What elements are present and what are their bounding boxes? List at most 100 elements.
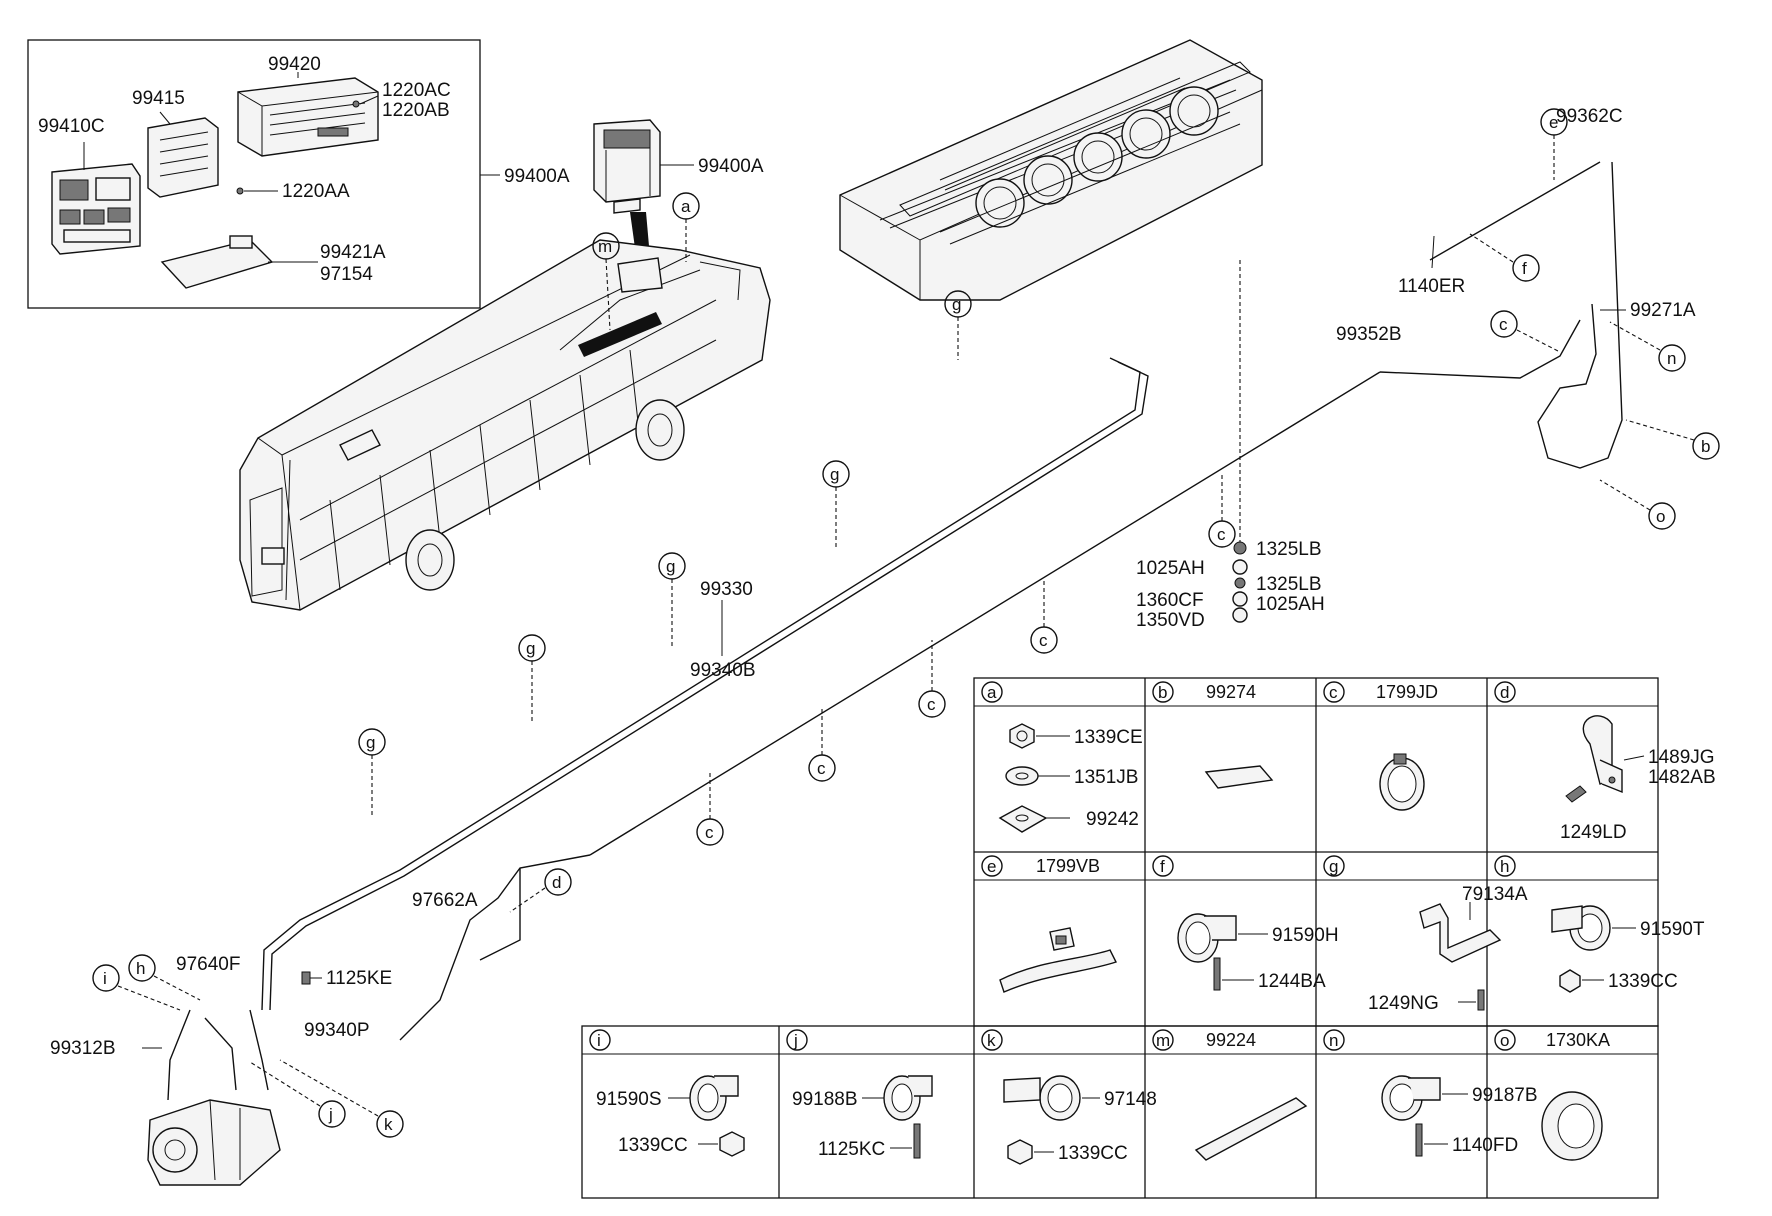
part-99420-label: 99420 [268,54,321,75]
screw-1140fd-icon [1415,1123,1423,1157]
table-code-e: 1799VB [1036,856,1100,876]
cell-a-part-3: 99242 [1086,809,1139,830]
callout-g-4: g [526,639,535,658]
cell-a-part-1: 1339CE [1074,727,1143,748]
callouts: a m e f c n b o g g g g g c c c c c [92,108,1720,1138]
callout-e: e [1549,113,1558,132]
callout-c-2: c [1039,631,1048,650]
fastener-stack-drawing [1232,541,1248,623]
clamp-99188b-icon [883,1075,933,1121]
callout-c-1: c [1217,525,1226,544]
part-99421a-label: 99421A [320,242,386,263]
callout-h: h [136,959,145,978]
control-head-drawing [51,163,141,255]
part-99330-label: 99330 [700,579,753,600]
bolt-1244ba-icon [1213,957,1221,991]
controller-housing-drawing [237,77,379,157]
reference-table: a b 99274 c 1799JD d e 1799VB f g h i j … [581,677,1716,1199]
cell-j-part-2: 1125KC [818,1139,885,1160]
callout-m: m [598,237,612,256]
part-99312b-label: 99312B [50,1038,116,1059]
part-1025ah-2-label: 1025AH [1256,594,1325,615]
pad-99274-icon [1204,765,1274,789]
cell-d-part-2: 1482AB [1648,767,1716,788]
pad-99242-icon [998,805,1048,833]
cell-k-part-1: 97148 [1104,1089,1157,1110]
callout-a: a [681,197,691,216]
control-panel-drawing [147,117,219,198]
nut-1339cc-i-icon [719,1131,745,1157]
table-code-o: 1730KA [1546,1030,1610,1050]
part-1350vd-label: 1350VD [1136,610,1205,631]
part-1360cf-label: 1360CF [1136,590,1204,611]
grommet-1730ka-icon [1541,1091,1603,1161]
part-99415-label: 99415 [132,88,185,109]
bracket-79134a-icon [1419,903,1502,963]
tie-1799vb-icon [999,927,1117,993]
cell-d-part-1: 1489JG [1648,747,1715,768]
part-1125ke-label: 1125KE [326,968,392,989]
nut-1339cc-h-icon [1559,969,1581,993]
callout-k: k [384,1115,393,1134]
table-letter-o: o [1500,1031,1509,1050]
table-code-c: 1799JD [1376,682,1438,702]
hose-routing [167,161,1623,1101]
bolt-1249ng-icon [1477,989,1485,1011]
callout-d: d [552,873,561,892]
cell-d-part-3: 1249LD [1560,822,1627,843]
clamp-91590h-icon [1177,913,1237,963]
part-99340p-label: 99340P [304,1020,370,1041]
callout-b: b [1701,437,1710,456]
callout-c-4: c [817,759,826,778]
table-letter-d: d [1500,683,1509,702]
cell-a-part-2: 1351JB [1074,767,1138,788]
callout-f: f [1522,259,1527,278]
cell-n-part-1: 99187B [1472,1085,1538,1106]
table-letter-a: a [987,683,997,702]
clamp-97148-icon [1003,1075,1081,1121]
part-1220aa-label: 1220AA [282,181,350,202]
cell-f-part-1: 91590H [1272,925,1339,946]
callout-i: i [103,969,107,988]
bolt-1125kc-icon [913,1123,921,1159]
part-99340b-label: 99340B [690,660,756,681]
part-1325lb-2-label: 1325LB [1256,574,1322,595]
cell-n-part-2: 1140FD [1452,1135,1518,1156]
cell-f-part-2: 1244BA [1258,971,1326,992]
callout-c-3: c [927,695,936,714]
callout-o: o [1656,507,1665,526]
callout-c-5: c [705,823,714,842]
cell-h-part-1: 91590T [1640,919,1705,940]
cell-j-part-1: 99188B [792,1089,858,1110]
control-unit-99400a-group: 99400A [593,119,764,284]
part-97662a-label: 97662A [412,890,478,911]
screw-1249ld-icon [1565,785,1587,803]
part-1220ab-label: 1220AB [382,100,450,121]
cell-i-part-1: 91590S [596,1089,662,1110]
table-code-b: 99274 [1206,682,1256,702]
table-letter-m: m [1156,1031,1170,1050]
part-99400a-label: 99400A [698,156,764,177]
cell-h-part-2: 1339CC [1608,971,1678,992]
duct-99224-icon [1194,1097,1308,1161]
bus-drawing [239,239,771,611]
roof-ac-unit-drawing [839,39,1263,301]
part-97154-label: 97154 [320,264,373,285]
table-letter-n: n [1329,1031,1338,1050]
screw-1220ac-icon [352,100,360,108]
part-97640f-label: 97640F [176,954,240,975]
control-kit-frame [27,39,481,309]
table-letter-b: b [1158,683,1167,702]
part-1220ac-label: 1220AC [382,80,451,101]
table-letter-k: k [987,1031,996,1050]
part-99352b-label: 99352B [1336,324,1402,345]
callout-g-3: g [666,557,675,576]
cell-i-part-2: 1339CC [618,1135,688,1156]
control-kit-group: 99420 1220AC 1220AB 99415 99410C 1220AA … [27,39,570,309]
clamp-91590t-icon [1551,905,1611,951]
washer-1351jb-icon [1005,766,1039,786]
part-1325lb-1-label: 1325LB [1256,539,1322,560]
bolt-1125ke-icon [301,971,311,985]
table-letter-e: e [987,857,996,876]
